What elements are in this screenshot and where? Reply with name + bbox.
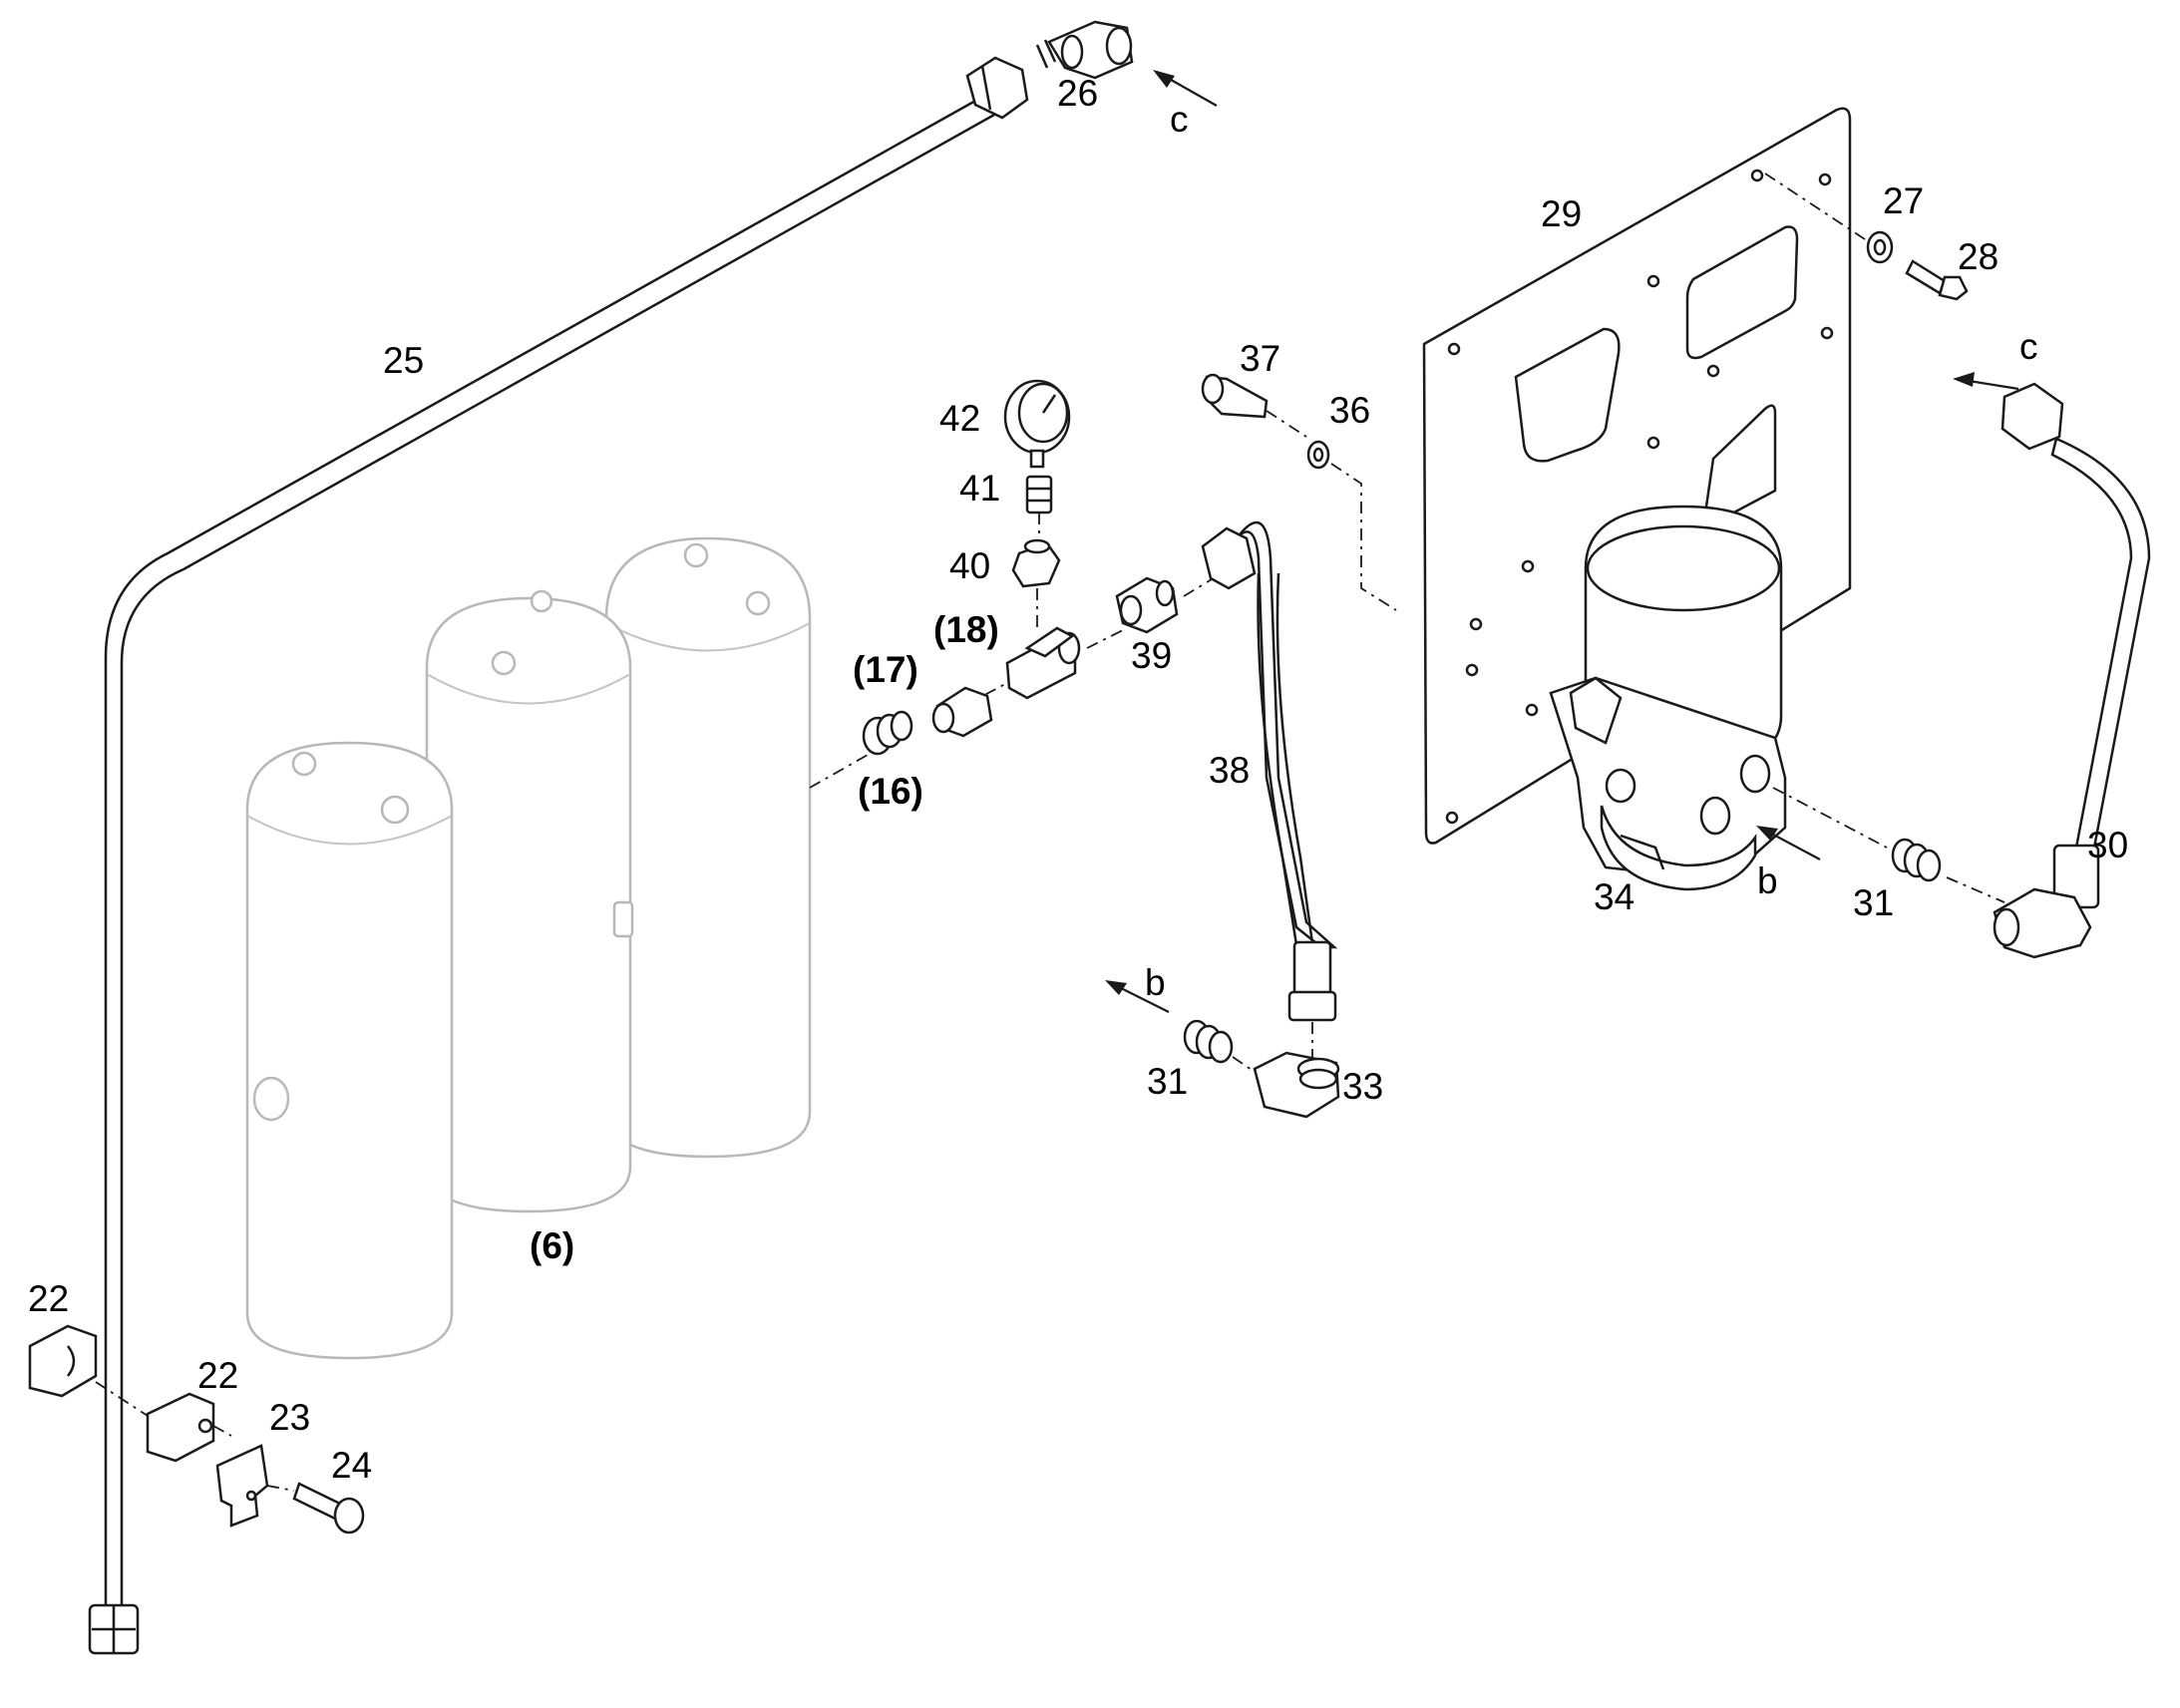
air-tanks-group [245,536,812,1360]
label-arrow-b-left: b [1145,962,1166,1003]
label-arrow-c-right: c [2019,326,2038,367]
hose-38 [1201,520,1338,1022]
label-34: 34 [1594,876,1635,917]
label-28: 28 [1958,236,1998,277]
label-39: 39 [1131,635,1172,676]
screw-24 [292,1482,365,1535]
fitting-16 [862,710,913,756]
clamp-parts [28,1324,365,1535]
label-41: 41 [959,468,1000,509]
label-22-left: 22 [28,1278,69,1319]
label-31-left: 31 [1147,1061,1188,1102]
label-33: 33 [1342,1066,1383,1107]
label-36: 36 [1329,390,1370,431]
label-25: 25 [383,340,424,381]
plate-23 [215,1444,269,1528]
label-26: 26 [1057,73,1098,114]
fitting-17 [931,686,993,738]
bolt-37 [1201,373,1307,438]
label-30: 30 [2087,825,2128,865]
label-38: 38 [1209,750,1250,791]
label-17: (17) [853,649,918,690]
fitting-31-left [1183,1019,1234,1064]
arrow-c-top [1153,70,1218,107]
label-27: 27 [1883,180,1924,221]
pipe-bottom-nut [88,1603,140,1655]
label-arrow-c-top: c [1170,99,1189,140]
nipple-41 [1025,475,1053,538]
pipe-top-nut [965,56,1029,120]
clamp-22-left [28,1324,98,1398]
label-31-right: 31 [1853,882,1894,923]
air-dryer-34 [1549,505,1787,891]
part-labels: 25 26 c 29 27 28 c 37 36 42 41 40 (18) (… [28,73,2128,1486]
arrow-c-right [1953,372,2019,391]
label-6: (6) [530,1225,574,1266]
label-40: 40 [949,545,990,586]
adapter-40 [1011,538,1061,633]
screw-28 [1905,259,1969,301]
label-24: 24 [331,1445,372,1486]
tee-18 [1005,626,1081,700]
arrow-b-left [1105,980,1170,1013]
pressure-gauge-42 [1003,379,1071,469]
hose-30 [1993,382,2151,959]
fitting-31-right [1772,787,2005,903]
label-23: 23 [269,1397,310,1438]
label-42: 42 [939,398,980,439]
label-29: 29 [1541,193,1582,234]
label-16: (16) [858,771,923,812]
elbow-33 [1253,1051,1340,1119]
elbow-fitting-26 [1035,20,1134,80]
hose-38-group [1105,520,1340,1119]
arrow-b-right [1756,826,1821,860]
air-tank-middle [425,589,634,1213]
label-37: 37 [1240,338,1280,379]
pipe-line [88,56,1029,1655]
label-18: (18) [933,609,999,650]
label-arrow-b-right: b [1757,860,1778,901]
washer-36 [1306,440,1397,611]
air-tank-right [604,536,812,1159]
washer-27 [1764,172,1894,264]
fitting-39 [1115,576,1179,634]
label-22-right: 22 [197,1355,238,1396]
mounting-plate-29 [1422,107,1852,845]
air-tank-left [245,741,454,1360]
clamp-22-right [146,1392,215,1463]
tee-fittings-group [809,379,1223,789]
